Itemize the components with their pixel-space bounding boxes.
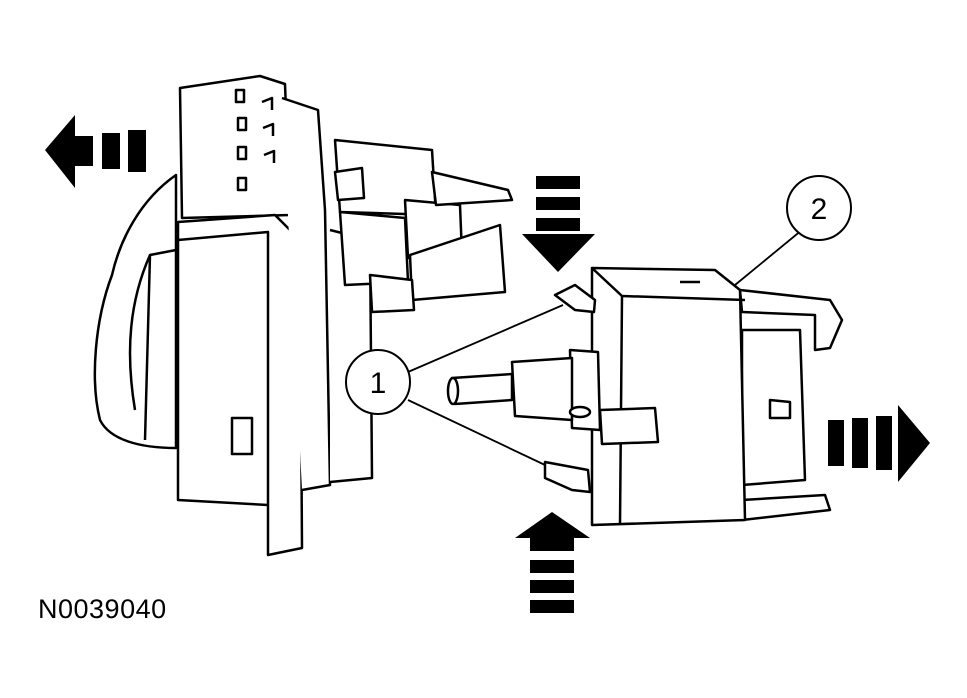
arrow-up <box>515 512 590 613</box>
blower-motor-switch <box>446 266 844 527</box>
arrow-down <box>522 176 595 272</box>
callout-leader-lines <box>407 224 809 466</box>
control-assembly <box>93 74 514 557</box>
arrow-left <box>45 115 146 188</box>
callout-2-label: 2 <box>811 193 828 226</box>
figure-id: N0039040 <box>38 594 167 624</box>
callout-2: 2 <box>786 175 852 241</box>
callout-1-label: 1 <box>370 367 387 400</box>
arrow-right <box>828 405 930 482</box>
callout-1: 1 <box>345 349 411 415</box>
